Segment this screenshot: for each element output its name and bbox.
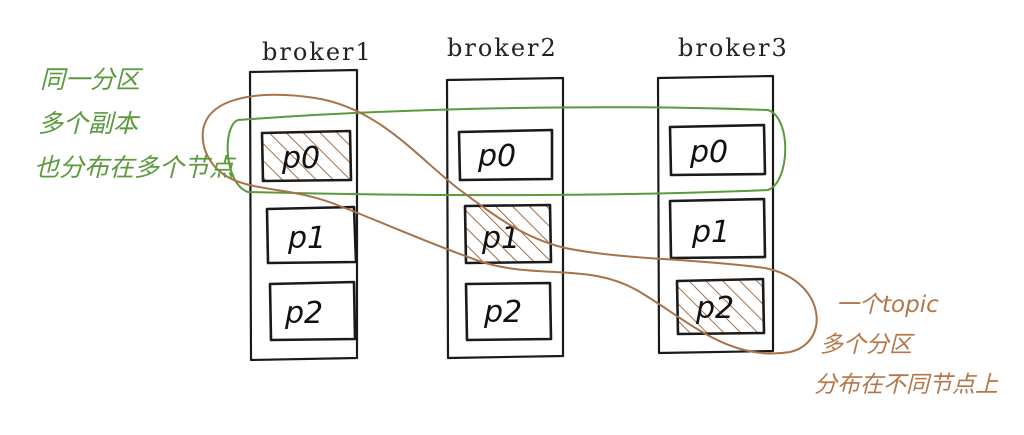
broker-1-p0-label: p0 bbox=[281, 141, 320, 176]
broker-3-p1-label: p1 bbox=[691, 215, 730, 250]
broker-3-partition-p2: p2 bbox=[675, 277, 766, 336]
topic-note-line-1: 一个topic bbox=[836, 292, 939, 318]
broker-2-p1-label: p1 bbox=[481, 221, 520, 256]
broker-2-label: broker2 bbox=[447, 34, 558, 62]
broker-2-partition-p0: p0 bbox=[457, 128, 554, 182]
broker-1-partition-p2: p2 bbox=[268, 280, 357, 342]
broker-1-partition-p0: p0 bbox=[260, 129, 353, 183]
broker-1-label: broker1 bbox=[262, 38, 373, 66]
broker-1: broker1 p0 p1 p2 bbox=[248, 38, 373, 362]
broker-3-partition-p1: p1 bbox=[668, 197, 767, 260]
broker-3-box bbox=[656, 74, 775, 355]
broker-2-partition-p2: p2 bbox=[464, 281, 553, 342]
broker-2-p2-box bbox=[464, 281, 553, 342]
broker-1-p0-box bbox=[260, 129, 353, 183]
replica-note-line-2: 多个副本 bbox=[38, 109, 141, 138]
broker-3-label: broker3 bbox=[678, 34, 789, 62]
broker-2-p0-label: p0 bbox=[477, 139, 516, 174]
broker-1-p2-box bbox=[268, 280, 357, 342]
topic-note-line-2: 多个分区 bbox=[820, 332, 915, 358]
topic-note-line-3: 分布在不同节点上 bbox=[814, 372, 999, 398]
broker-2-box bbox=[445, 76, 565, 360]
replica-note: 同一分区 多个副本 也分布在多个节点 bbox=[34, 65, 237, 182]
broker-3-p2-label: p2 bbox=[695, 291, 734, 326]
broker-2-p2-label: p2 bbox=[483, 295, 522, 330]
broker-1-box bbox=[248, 68, 359, 362]
broker-2-p0-box bbox=[457, 128, 554, 182]
topic-loop bbox=[201, 93, 818, 355]
broker-3-p0-label: p0 bbox=[689, 135, 728, 170]
replica-note-line-1: 同一分区 bbox=[40, 65, 144, 94]
broker-1-p1-box bbox=[265, 205, 358, 265]
broker-2-partition-p1: p1 bbox=[463, 203, 553, 265]
replica-loop bbox=[226, 106, 787, 197]
broker-1-partition-p1: p1 bbox=[265, 205, 358, 265]
replica-note-line-3: 也分布在多个节点 bbox=[34, 153, 237, 182]
broker-3-partition-p0: p0 bbox=[668, 123, 767, 177]
broker-2: broker2 p0 p1 p2 bbox=[445, 34, 565, 360]
broker-3-p0-box bbox=[668, 123, 767, 177]
broker-3-p1-box bbox=[668, 197, 767, 260]
broker-2-p1-box bbox=[463, 203, 553, 265]
broker-1-p2-label: p2 bbox=[284, 296, 323, 331]
broker-1-p1-label: p1 bbox=[287, 221, 326, 256]
topic-note: 一个topic 多个分区 分布在不同节点上 bbox=[814, 292, 999, 398]
